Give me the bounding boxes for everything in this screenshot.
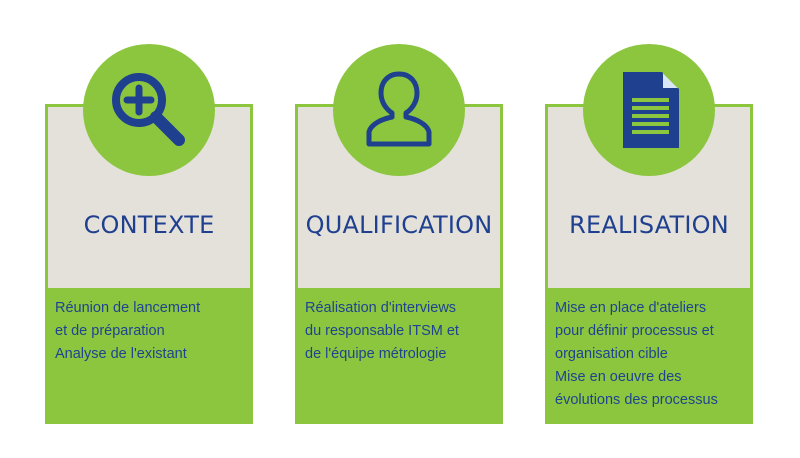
card-title: REALISATION — [569, 211, 729, 239]
card-description-panel: Réunion de lancement et de préparation A… — [45, 288, 253, 424]
description-line: et de préparation — [55, 323, 165, 339]
description-line: Mise en oeuvre des — [555, 369, 682, 385]
card-header-panel: REALISATION — [545, 104, 753, 288]
card-qualification: QUALIFICATION Réalisation d'interviews d… — [295, 44, 503, 424]
description-line: Analyse de l'existant — [55, 346, 187, 362]
card-title: QUALIFICATION — [305, 211, 493, 239]
description-line: Mise en place d'ateliers — [555, 300, 707, 316]
card-description-panel: Réalisation d'interviews du responsable … — [295, 288, 503, 424]
description-line: Réalisation d'interviews — [305, 300, 457, 316]
description-line: de l'équipe métrologie — [305, 346, 447, 362]
magnifier-plus-icon — [112, 73, 185, 146]
card-title: CONTEXTE — [83, 211, 215, 239]
card-realisation: REALISATION Mise en place d'ateliers pou… — [545, 44, 753, 424]
description-line: évolutions des processus — [555, 392, 718, 408]
description-line: pour définir processus et — [555, 323, 714, 339]
user-icon — [366, 71, 432, 147]
card-contexte: CONTEXTE Réunion de lancement et de prép… — [45, 44, 253, 424]
icon-circle — [333, 44, 465, 176]
description-line: organisation cible — [555, 346, 668, 362]
card-description-panel: Mise en place d'ateliers pour définir pr… — [545, 288, 753, 424]
description-line: Réunion de lancement — [55, 300, 201, 316]
description-line: du responsable ITSM et — [305, 323, 459, 339]
card-description: Réalisation d'interviews du responsable … — [305, 297, 497, 366]
card-description: Réunion de lancement et de préparation A… — [55, 297, 247, 366]
icon-circle — [83, 44, 215, 176]
icon-circle — [583, 44, 715, 176]
card-description: Mise en place d'ateliers pour définir pr… — [555, 297, 747, 412]
document-icon — [623, 71, 680, 148]
